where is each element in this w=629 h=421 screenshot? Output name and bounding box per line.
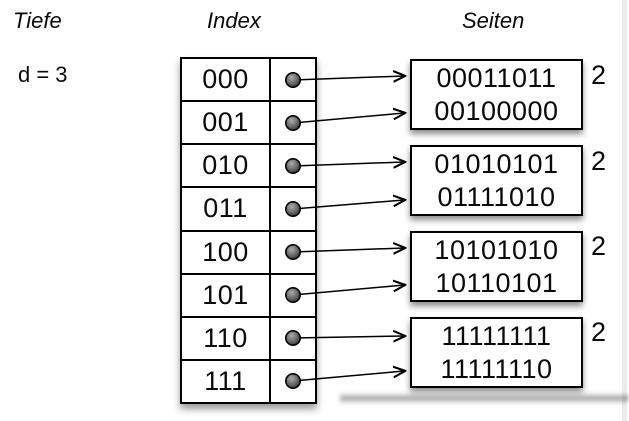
index-row: 010 (182, 145, 315, 189)
pages-column-heading: Seiten (462, 8, 525, 33)
page-value: 00011011 (436, 62, 557, 93)
page-value: 10101010 (434, 234, 559, 265)
page-value: 10110101 (435, 267, 558, 298)
local-depth-value: 2 (591, 146, 607, 176)
pointer-cell (271, 102, 315, 143)
page-box: 00011011 00100000 (410, 59, 583, 130)
index-row: 111 (182, 360, 315, 402)
page-box: 10101010 10110101 (410, 231, 583, 302)
index-cell: 001 (182, 102, 271, 144)
index-row: 000 (182, 59, 315, 103)
page-value: 01010101 (434, 148, 559, 179)
index-cell: 111 (182, 360, 271, 402)
pointer-cell (271, 318, 315, 359)
index-column-heading: Index (207, 8, 261, 33)
index-cell: 010 (182, 145, 271, 187)
index-row: 001 (182, 102, 315, 146)
index-cell: 100 (182, 231, 271, 273)
page-box: 01010101 01111010 (410, 145, 583, 216)
window-edge-strip (622, 0, 627, 421)
pointer-cell (271, 232, 315, 273)
index-cell: 011 (182, 188, 271, 230)
index-cell: 101 (182, 274, 271, 316)
page-value: 11111110 (440, 353, 553, 384)
local-depth-value: 2 (591, 60, 607, 90)
local-depth-value: 2 (591, 231, 607, 261)
page-value: 01111010 (437, 181, 556, 212)
slide-edge-shadow (340, 393, 629, 404)
global-depth-value: d = 3 (18, 62, 68, 87)
index-row: 100 (182, 231, 315, 275)
page-value: 00100000 (434, 95, 559, 126)
pointer-cell (271, 275, 315, 316)
page-value: 11111111 (441, 320, 552, 351)
pointer-cell (271, 361, 315, 402)
local-depth-value: 2 (591, 317, 607, 347)
index-table: 000 001 010 011 100 101 110 111 (180, 57, 317, 404)
index-row: 101 (182, 274, 315, 318)
pointer-cell (271, 59, 315, 100)
index-cell: 110 (182, 317, 271, 359)
page-box: 11111111 11111110 (410, 317, 583, 388)
pointer-cell (271, 145, 315, 186)
pointer-cell (271, 188, 315, 229)
index-row: 110 (182, 317, 315, 361)
index-row: 011 (182, 188, 315, 232)
depth-column-heading: Tiefe (13, 8, 62, 33)
index-cell: 000 (182, 59, 271, 101)
